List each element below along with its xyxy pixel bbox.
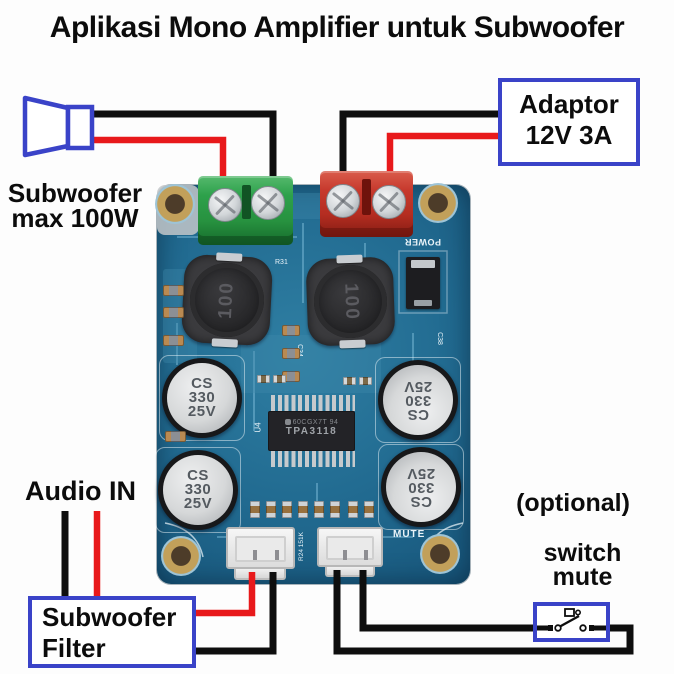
audio-in-connector-lip <box>234 569 286 580</box>
amplifier-chip: 60CGX7T 94 TPA3118 <box>268 411 355 451</box>
mounting-hole-bottom-right <box>420 534 460 574</box>
smd-component <box>250 501 260 518</box>
cap-marking: 330 <box>404 392 432 409</box>
subwoofer-max-line1: Subwoofer <box>7 178 143 208</box>
ti-logo-icon <box>284 419 291 425</box>
inductor-right: 100 <box>305 254 396 349</box>
smd-component <box>257 375 270 383</box>
terminal-screw <box>251 186 285 220</box>
audio-in-label: Audio IN <box>25 476 136 506</box>
terminal-screw <box>326 184 360 218</box>
switch-mute-line2: mute <box>552 563 613 591</box>
mute-switch-box <box>533 602 610 642</box>
silkscreen-u4-label: U4 <box>253 422 263 433</box>
smd-component <box>165 431 186 442</box>
smd-component <box>330 501 340 518</box>
subwoofer-filter-box: Subwoofer Filter <box>28 596 196 668</box>
cap-marking: 25V <box>187 403 217 420</box>
terminal-screw <box>372 185 406 219</box>
cap-marking: CS <box>407 406 429 423</box>
terminal-divider <box>242 185 251 219</box>
smd-component <box>266 501 276 518</box>
inductor-marking: 100 <box>339 282 363 321</box>
cap-marking: 25V <box>403 378 433 395</box>
ic-pins-top <box>271 395 355 411</box>
adaptor-box: Adaptor 12V 3A <box>498 78 640 166</box>
adaptor-line2: 12V 3A <box>525 120 613 150</box>
adaptor-line1: Adaptor <box>519 89 619 119</box>
filter-line1: Subwoofer <box>42 602 177 632</box>
cap-silk-outline <box>375 357 461 443</box>
silkscreen-r24-label: R24 151K <box>297 532 305 561</box>
capacitor-top-left: CS 330 25V <box>162 358 242 438</box>
cap-marking: CS <box>187 467 209 484</box>
smd-component <box>273 375 286 383</box>
switch-mute-label: switch mute <box>520 539 645 591</box>
mounting-hole-bottom-left <box>161 536 201 576</box>
inductor-marking: 100 <box>215 280 238 320</box>
smd-component <box>364 501 374 518</box>
switch-mute-line1: switch <box>543 539 622 567</box>
cap-marking: 330 <box>184 481 212 498</box>
page-title: Aplikasi Mono Amplifier untuk Subwoofer <box>49 11 625 44</box>
smd-component <box>163 285 184 296</box>
diode-component <box>406 257 440 309</box>
cap-marking: CS <box>191 375 213 392</box>
terminal-screw <box>208 188 242 222</box>
chip-marking-line1: 60CGX7T 94 <box>292 419 339 426</box>
inductor-left: 100 <box>180 252 274 348</box>
mute-connector-lip <box>325 567 375 577</box>
silkscreen-c38-label: C38 <box>435 332 443 345</box>
switch-symbol-icon <box>537 608 606 632</box>
smd-component <box>348 501 358 518</box>
speaker-icon <box>22 95 95 158</box>
cap-silk-outline <box>159 355 245 441</box>
terminal-divider <box>362 179 371 215</box>
subwoofer-max-label: Subwoofer max 100W <box>0 178 152 233</box>
cap-marking: 25V <box>406 465 436 482</box>
audio-in-connector <box>226 527 295 569</box>
capacitor-bottom-right: CS 330 25V <box>381 447 461 527</box>
cap-silk-outline <box>378 444 464 530</box>
amplifier-board: POWER 100 100 CS 330 25V CS 330 <box>155 171 470 584</box>
smd-component <box>282 325 300 336</box>
smd-component <box>282 501 292 518</box>
smd-component <box>163 335 184 346</box>
ic-pins-bottom <box>271 451 355 467</box>
cap-marking: 330 <box>188 389 216 406</box>
silkscreen-r31-label: R31 <box>275 259 288 266</box>
subwoofer-max-line2: max 100W <box>11 203 139 233</box>
capacitor-top-right: CS 330 25V <box>378 360 458 440</box>
mounting-hole-top-left <box>155 184 195 224</box>
filter-line2: Filter <box>42 633 106 663</box>
capacitor-bottom-left: CS 330 25V <box>158 450 238 530</box>
smd-component <box>282 348 300 359</box>
smd-component <box>343 377 356 385</box>
mute-connector <box>317 527 383 567</box>
optional-label: (optional) <box>516 489 630 517</box>
silkscreen-power-label: POWER <box>404 237 441 247</box>
mounting-hole-top-right <box>418 183 458 223</box>
chip-marking-line2: TPA3118 <box>285 426 338 437</box>
cap-marking: 330 <box>407 479 435 496</box>
smd-component <box>163 307 184 318</box>
silkscreen-mute-label: MUTE <box>393 529 426 540</box>
cap-silk-outline <box>155 447 241 533</box>
power-terminal-block <box>320 171 413 237</box>
cap-marking: 25V <box>183 495 213 512</box>
smd-component <box>314 501 324 518</box>
speaker-terminal-block <box>198 176 293 245</box>
smd-component <box>359 377 372 385</box>
smd-component <box>298 501 308 518</box>
cap-marking: CS <box>410 493 432 510</box>
